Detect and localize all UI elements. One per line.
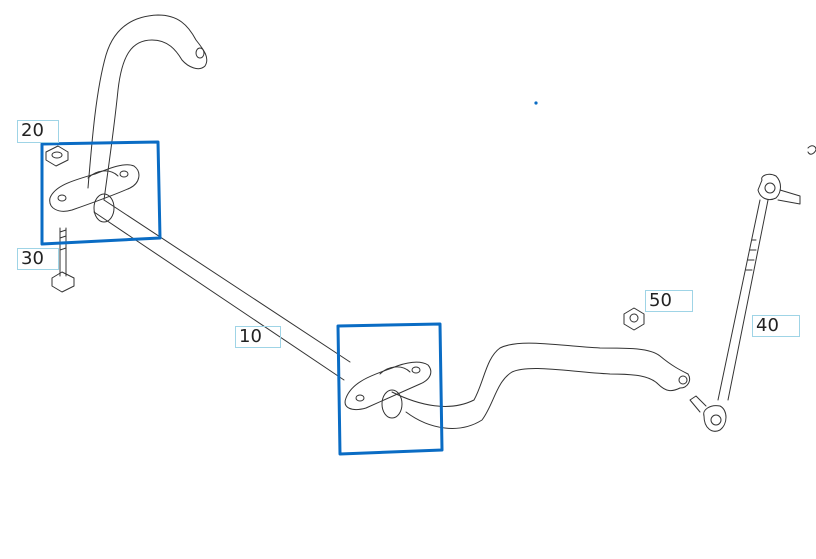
nut-part-50 (623, 307, 645, 331)
callout-30: 30 (17, 248, 59, 270)
callout-20: 20 (17, 120, 59, 143)
left-bushing-bracket (49, 164, 140, 223)
nut-part-20 (45, 145, 69, 167)
right-bushing-bracket (344, 361, 432, 419)
callout-10: 10 (235, 326, 281, 348)
stray-dot (534, 101, 538, 105)
edge-fragment (807, 145, 816, 155)
callout-50: 50 (645, 290, 693, 312)
bolt-part-30 (51, 227, 75, 293)
coupling-rod-part-40 (689, 173, 801, 432)
highlight-box-right (336, 322, 444, 456)
callout-40: 40 (752, 315, 800, 337)
highlight-box-left (40, 140, 162, 246)
stabilizer-bar (87, 14, 691, 429)
highlight-boxes (40, 140, 444, 456)
